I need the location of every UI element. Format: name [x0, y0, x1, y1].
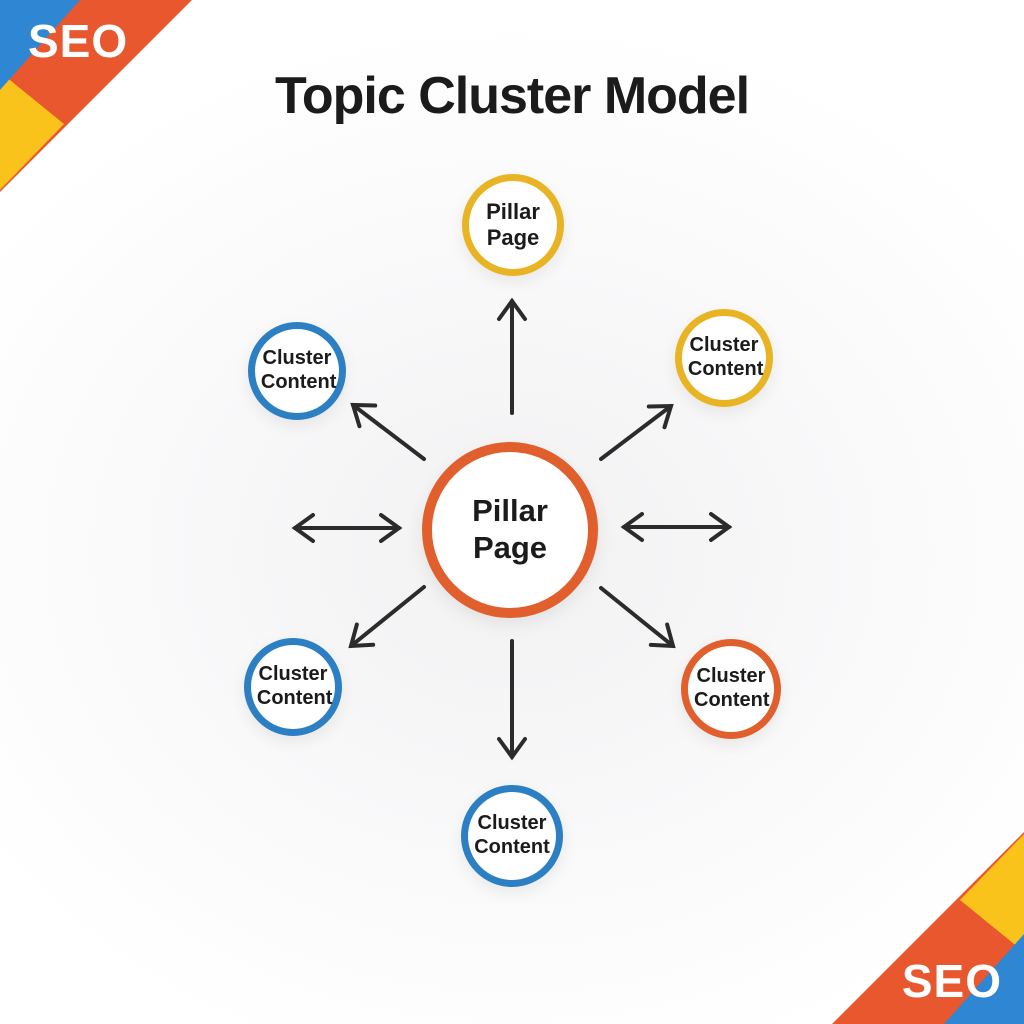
arrow-left [291, 513, 403, 543]
node-label: Cluster Content [260, 347, 337, 393]
node-label: Cluster Content [694, 665, 770, 711]
node-label: Pillar Page [472, 493, 548, 565]
node-cluster-content-bottom[interactable]: Cluster Content [461, 785, 563, 887]
arrow-up-right [599, 403, 674, 461]
node-cluster-content-lower-right[interactable]: Cluster Content [681, 639, 781, 739]
arrow-down-right [599, 586, 676, 649]
node-label: Pillar Page [486, 199, 540, 250]
page-title: Topic Cluster Model [274, 67, 750, 125]
node-pillar-page-top[interactable]: Pillar Page [462, 174, 564, 276]
arrow-down [497, 639, 527, 761]
arrow-up [497, 297, 527, 415]
arrow-down-left [348, 585, 426, 649]
node-label: Cluster Content [474, 812, 550, 858]
node-cluster-content-upper-right[interactable]: Cluster Content [675, 309, 773, 407]
arrow-right [620, 512, 733, 542]
node-cluster-content-upper-left[interactable]: Cluster Content [248, 322, 346, 420]
node-pillar-page-center[interactable]: Pillar Page [422, 442, 598, 618]
node-label: Cluster Content [687, 334, 764, 380]
arrow-up-left [350, 402, 426, 461]
node-cluster-content-lower-left[interactable]: Cluster Content [244, 638, 342, 736]
node-label: Cluster Content [256, 663, 333, 709]
